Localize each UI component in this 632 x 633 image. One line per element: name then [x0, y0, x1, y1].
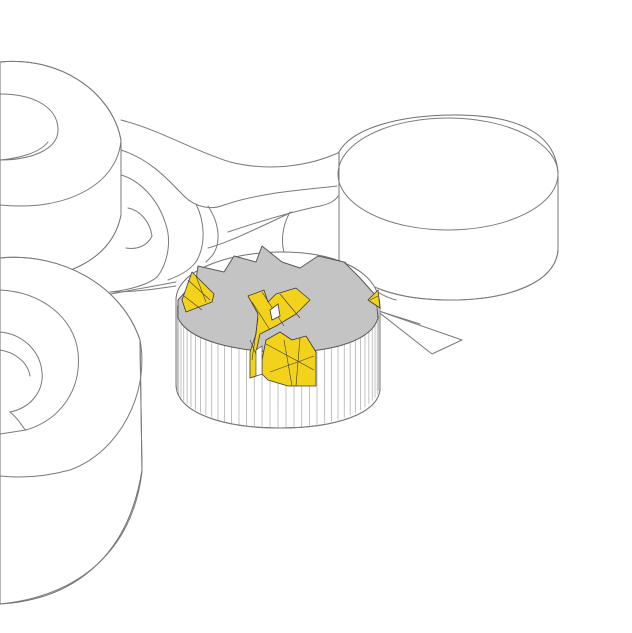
landscape-paths [99, 119, 341, 297]
ring-building-bottom-left [0, 256, 143, 605]
highlighted-drum-building [175, 245, 381, 429]
ring-building-top-left [0, 60, 122, 283]
courtyard-centre [247, 287, 311, 379]
courtyard-right [367, 289, 381, 309]
